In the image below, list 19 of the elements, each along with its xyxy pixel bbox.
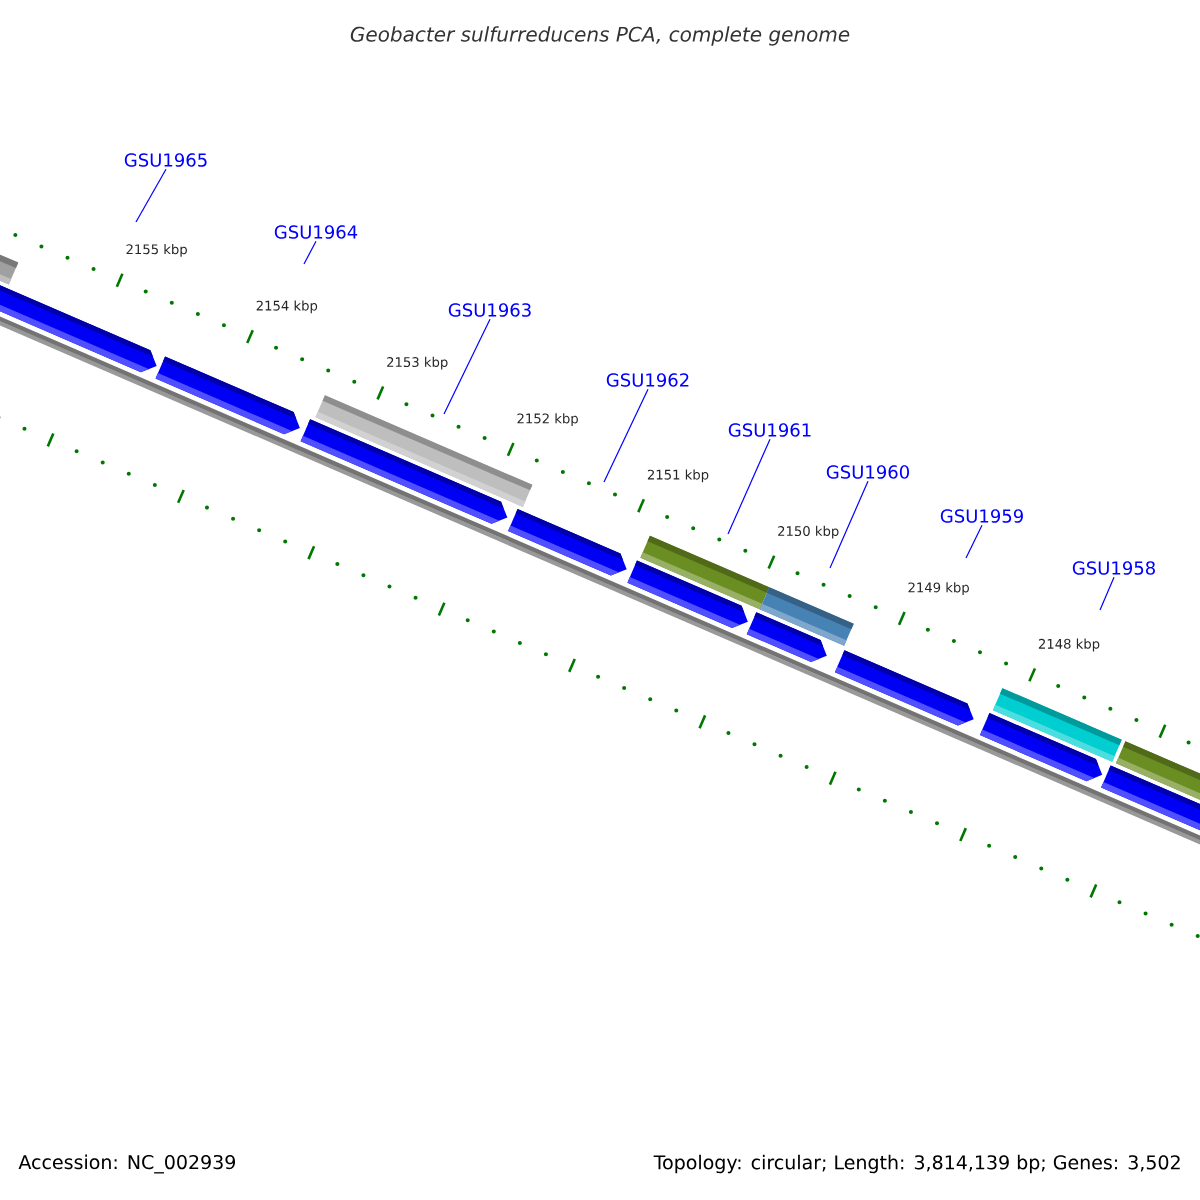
gene-label: GSU1958 [1072, 561, 1155, 575]
leader-line [1099, 576, 1115, 611]
accession-text: Accession: NC_002939 [18, 1154, 235, 1174]
genome-info-text: Topology: circular; Length: 3,814,139 bp; Genes: 3,502 [653, 1154, 1180, 1174]
gene-label: GSU1964 [274, 225, 358, 239]
leader-line [135, 168, 167, 223]
leader-line [443, 318, 491, 415]
leader-line [965, 524, 983, 559]
gene-label: GSU1959 [940, 509, 1023, 523]
gene-label: GSU1960 [826, 465, 909, 479]
gene-label: GSU1963 [448, 303, 531, 317]
gene-label: GSU1961 [728, 423, 811, 437]
leader-line [727, 438, 771, 535]
gene-label: GSU1962 [606, 373, 689, 387]
leader-line [303, 240, 317, 265]
leader-line [829, 480, 869, 569]
leader-line [603, 388, 649, 483]
gene-label: GSU1965 [124, 153, 207, 167]
title: Geobacter sulfurreducens PCA, complete genome [350, 26, 850, 46]
